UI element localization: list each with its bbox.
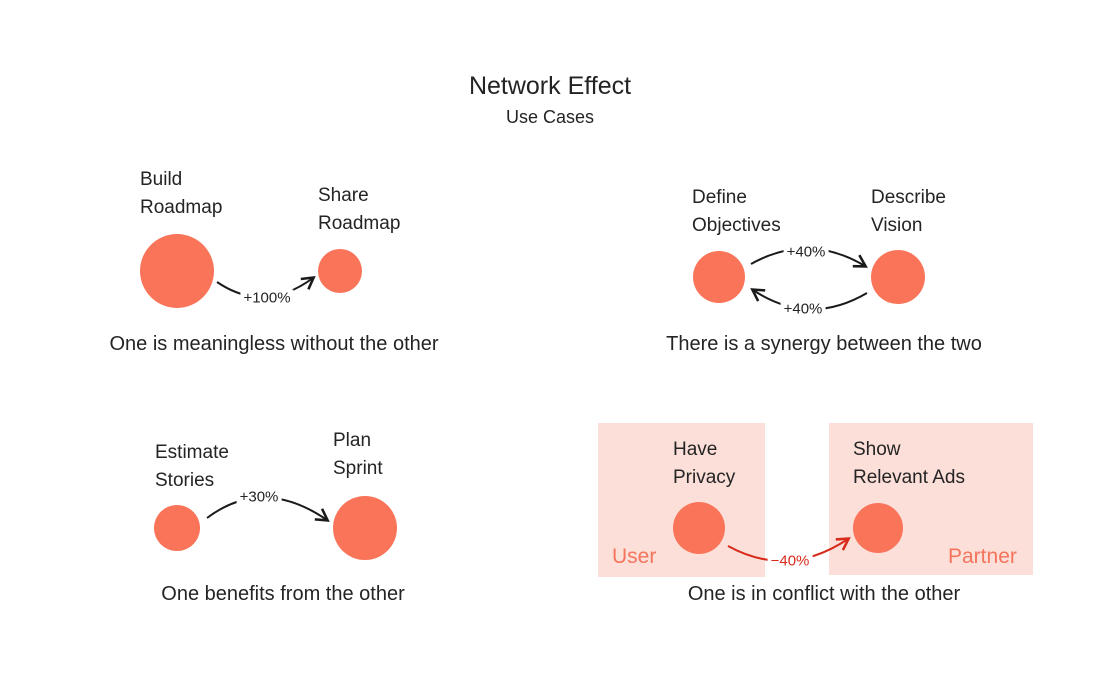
partner-group-box [829, 423, 1033, 575]
node-label-define-objectives: Define Objectives [692, 187, 781, 236]
node-label-describe-vision: Describe Vision [871, 187, 946, 236]
node-show-ads-circle [853, 503, 903, 553]
node-label-show-relevant-ads: Show Relevant Ads [853, 439, 965, 488]
node-label-share-roadmap: Share Roadmap [318, 185, 401, 234]
edge-label-minus40: −40% [767, 552, 813, 570]
edge-label-plus40-bottom: +40% [780, 300, 826, 318]
node-estimate-stories-circle [154, 505, 200, 551]
diagram-title: Network Effect [468, 72, 632, 100]
caption-synergy: There is a synergy between the two [666, 333, 982, 355]
partner-group-label: Partner [948, 545, 1017, 568]
node-label-build-roadmap: Build Roadmap [140, 169, 223, 218]
caption-conflict: One is in conflict with the other [687, 583, 961, 605]
diagram-subtitle: Use Cases [505, 107, 595, 127]
caption-benefits: One benefits from the other [161, 583, 405, 605]
node-share-roadmap-circle [318, 249, 362, 293]
user-group-label: User [612, 545, 657, 568]
caption-meaningless: One is meaningless without the other [109, 333, 439, 355]
node-describe-vision-circle [871, 250, 925, 304]
node-build-roadmap-circle [140, 234, 214, 308]
node-have-privacy-circle [673, 502, 725, 554]
node-plan-sprint-circle [333, 496, 397, 560]
node-label-estimate-stories: Estimate Stories [155, 442, 229, 491]
edge-label-plus40-top: +40% [783, 243, 829, 261]
node-label-have-privacy: Have Privacy [673, 439, 736, 488]
node-label-plan-sprint: Plan Sprint [333, 430, 383, 479]
edge-label-plus100: +100% [240, 289, 294, 307]
node-define-objectives-circle [693, 251, 745, 303]
edge-label-plus30: +30% [236, 488, 282, 506]
